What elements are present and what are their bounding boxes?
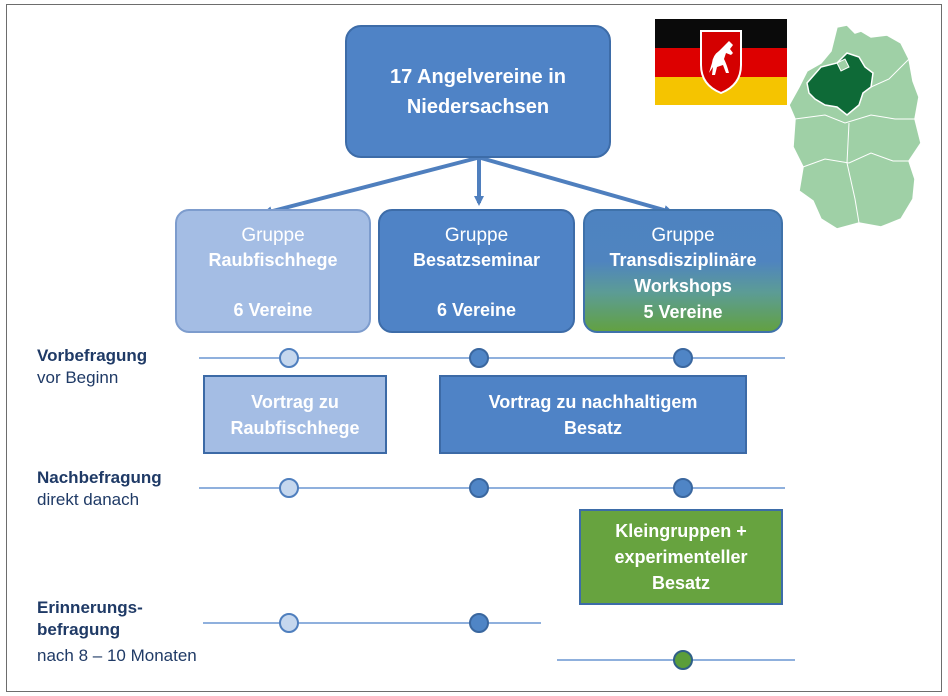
group-besatzseminar: Gruppe Besatzseminar 6 Vereine	[378, 209, 575, 333]
top-box-line2: Niedersachsen	[406, 95, 550, 118]
lecture-line2: Besatz	[563, 417, 622, 438]
group-name: Raubfischhege	[208, 250, 338, 270]
row-subtitle: direkt danach	[37, 490, 140, 509]
survey-dot	[279, 478, 299, 498]
survey-dot	[279, 348, 299, 368]
lecture-line2: Raubfischhege	[230, 417, 360, 438]
diagram-frame: 17 Angelvereine in Niedersachsen Gruppe …	[6, 4, 942, 692]
row-title: Nachbefragung	[37, 468, 162, 487]
box-vortrag-raubfischhege: Vortrag zu Raubfischhege	[203, 375, 387, 454]
lecture-line1: Vortrag zu	[251, 391, 339, 412]
top-box-anglervereine: 17 Angelvereine in Niedersachsen	[345, 25, 611, 158]
survey-dot	[673, 650, 693, 670]
row-erinnerungsbefragung: Erinnerungs- befragung nach 8 – 10 Monat…	[37, 597, 197, 667]
group-name: Besatzseminar	[412, 250, 541, 270]
row-title: Vorbefragung	[37, 346, 148, 365]
row-nachbefragung: Nachbefragung direkt danach	[37, 467, 162, 511]
row-subtitle: vor Beginn	[37, 368, 119, 387]
group-label: Gruppe	[241, 225, 305, 246]
group-label: Gruppe	[651, 225, 715, 246]
row-title-2: befragung	[37, 620, 121, 639]
germany-map-icon	[788, 24, 922, 230]
row-vorbefragung: Vorbefragung vor Beginn	[37, 345, 147, 389]
group-count: 5 Vereine	[643, 302, 723, 322]
group-transdisziplinaer: Gruppe Transdisziplinäre Workshops 5 Ver…	[583, 209, 783, 333]
arrow-right	[480, 156, 674, 215]
arrow-left	[262, 156, 478, 217]
group-name: Transdisziplinäre	[609, 250, 757, 270]
group-count: 6 Vereine	[436, 300, 517, 320]
survey-dot	[469, 348, 489, 368]
lecture-line1: Vortrag zu nachhaltigem	[488, 391, 698, 412]
lecture-line2: experimenteller	[614, 547, 748, 567]
group-label: Gruppe	[444, 225, 509, 246]
box-kleingruppen: Kleingruppen + experimenteller Besatz	[579, 509, 783, 605]
niedersachsen-region	[806, 52, 874, 116]
horse-icon	[709, 41, 733, 75]
lecture-line1: Kleingruppen +	[615, 521, 747, 541]
survey-dot	[673, 478, 693, 498]
lecture-line3: Besatz	[651, 573, 710, 593]
row-title-1: Erinnerungs-	[37, 598, 143, 617]
survey-dot	[279, 613, 299, 633]
timeline-vorbefragung	[199, 357, 785, 359]
survey-dot	[469, 613, 489, 633]
group-raubfischhege: Gruppe Raubfischhege 6 Vereine	[175, 209, 371, 333]
survey-dot	[673, 348, 693, 368]
group-count: 6 Vereine	[233, 300, 313, 320]
row-subtitle: nach 8 – 10 Monaten	[37, 646, 197, 665]
arrows	[262, 156, 674, 217]
timeline-nachbefragung	[199, 487, 785, 489]
group-name-2: Workshops	[634, 276, 732, 296]
timeline-erinnerung-left	[203, 622, 541, 624]
survey-dot	[469, 478, 489, 498]
top-box-line1: 17 Angelvereine in	[390, 65, 566, 88]
niedersachsen-flag-icon	[655, 19, 787, 105]
box-vortrag-besatz: Vortrag zu nachhaltigem Besatz	[439, 375, 747, 454]
